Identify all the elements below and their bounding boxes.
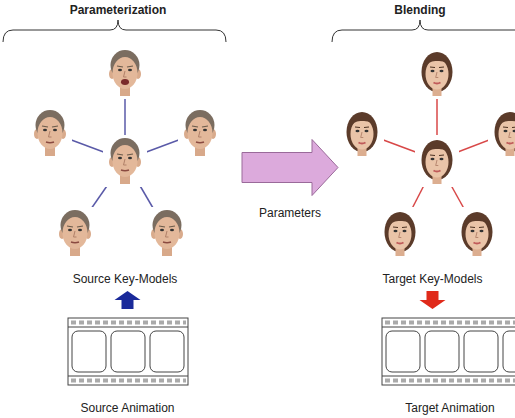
key-model-group: Target Key-Models	[350, 45, 515, 290]
caption-text: Source Animation	[80, 401, 174, 415]
flow-arrow	[242, 140, 338, 196]
section-heading: Blending	[394, 3, 445, 17]
flow-arrow	[115, 291, 141, 309]
caption-text: Source Key-Models	[73, 272, 178, 286]
caption-text: Target Animation	[405, 401, 494, 415]
arrow-label: Parameters	[257, 206, 323, 220]
key-model-group: Source Key-Models	[20, 45, 230, 290]
film-strip: Source Animation	[65, 310, 190, 418]
film-strip: Target Animation	[385, 310, 515, 418]
flow-arrow	[420, 291, 446, 309]
section-heading: Parameterization	[70, 3, 167, 17]
caption-text: Target Key-Models	[382, 272, 482, 286]
